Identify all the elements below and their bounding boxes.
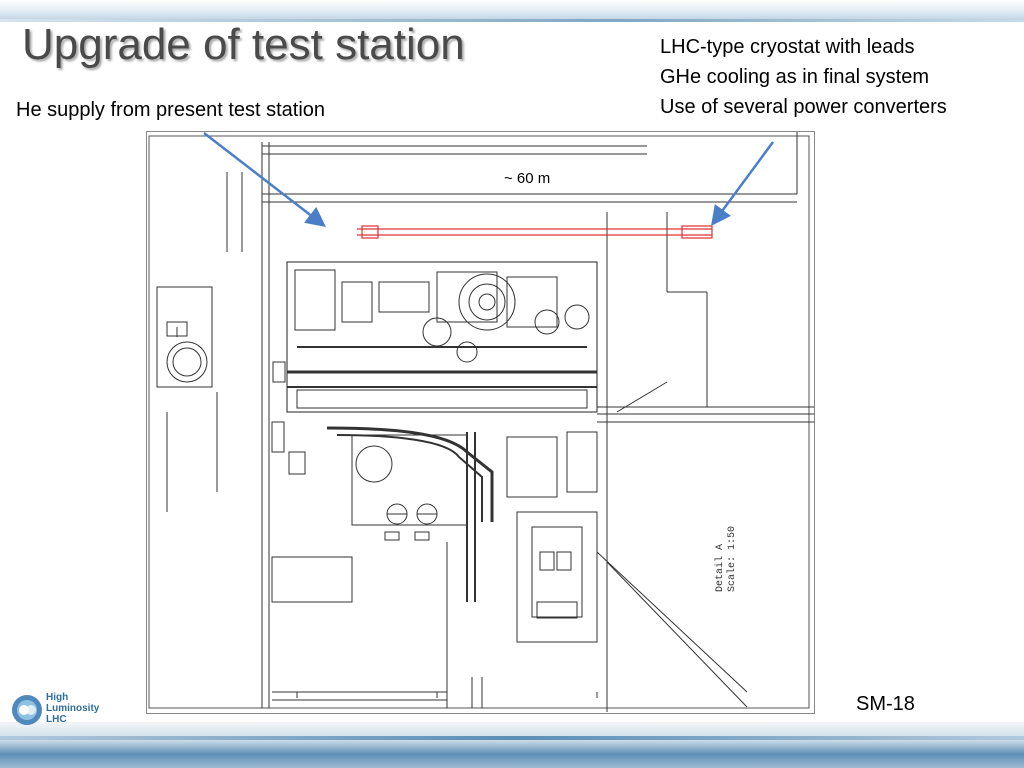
logo-line-high: High [46,692,69,703]
hilumi-logo-icon [12,695,42,725]
slide-number: SM-18 [856,693,915,715]
top-decorative-band [0,0,1024,22]
slide-title: Upgrade of test station [22,20,465,69]
logo-line-luminosity: Luminosity [46,703,100,714]
bottom-decorative-band [0,722,1024,768]
he-supply-label: He supply from present test station [16,99,326,121]
note-power-converters: Use of several power converters [660,96,947,118]
floor-plan-svg: Detail A Scale: 1:50 [148,132,814,712]
distance-label: ~ 60 m [502,170,553,187]
notes-list: LHC-type cryostat with leads GHe cooling… [660,32,947,122]
note-cryostat: LHC-type cryostat with leads [660,36,915,58]
note-ghe-cooling: GHe cooling as in final system [660,66,930,88]
floor-plan-drawing: Detail A Scale: 1:50 [146,131,815,714]
hilumi-logo: High Luminosity LHC [10,690,106,732]
hilumi-logo-text: High Luminosity LHC [46,692,99,725]
detail-a-label: Detail A [714,544,726,592]
logo-line-lhc: LHC [46,714,67,725]
scale-label: Scale: 1:50 [726,526,738,592]
